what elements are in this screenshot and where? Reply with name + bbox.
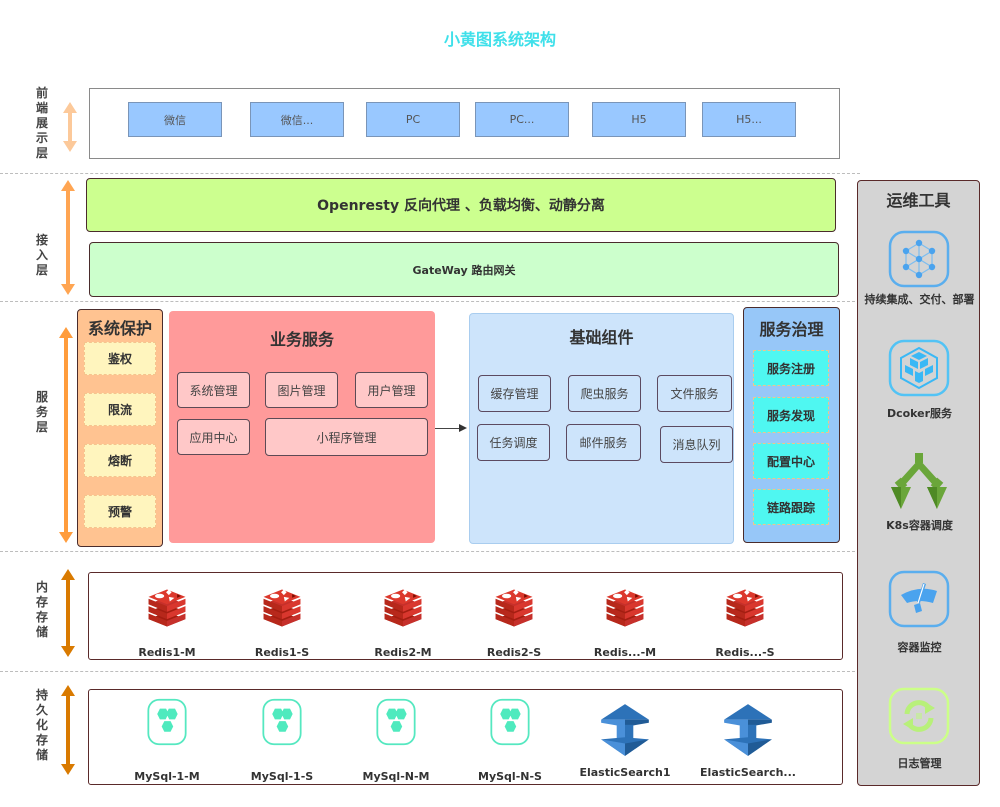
redis-icon[interactable] [378,584,428,632]
client-box[interactable]: PC... [475,102,569,137]
redis-icon[interactable] [720,584,770,632]
client-box[interactable]: H5... [702,102,796,137]
double-arrow-icon [61,569,75,657]
double-arrow-icon [59,327,73,543]
layer-label-persistent: 持久化存储 [32,688,52,763]
double-arrow-icon [61,685,75,775]
memory-storage-container [88,572,843,660]
client-box[interactable]: 微信 [128,102,222,137]
refresh-cycle-icon[interactable] [887,686,951,746]
governance-item[interactable]: 服务发现 [753,397,829,433]
ops-tool-label: 日志管理 [897,757,942,770]
redis-node-label: Redis2-S [486,646,542,659]
business-service-item[interactable]: 用户管理 [355,372,428,408]
gauge-icon[interactable] [887,569,951,629]
mysql-icon[interactable] [142,698,192,746]
layer-label-text: 持久化存储 [35,688,48,762]
ops-tool-label: Dcoker服务 [886,407,953,420]
layer-label-service: 服务层 [32,390,52,435]
persistent-storage-container [88,689,843,785]
redis-node-label: Redis...-S [715,646,775,659]
layer-label-access: 接入层 [32,233,52,278]
mysql-node-label: MySql-1-S [250,770,314,783]
diagram-title: 小黄图系统架构 [443,30,556,49]
layer-divider [0,671,860,672]
redis-icon[interactable] [489,584,539,632]
business-service-item[interactable]: 图片管理 [265,372,338,408]
governance-item[interactable]: 配置中心 [753,443,829,479]
protection-item[interactable]: 鉴权 [84,342,156,375]
protection-item[interactable]: 熔断 [84,444,156,477]
layer-label-frontend: 前端展示层 [32,86,52,161]
elasticsearch-icon[interactable] [595,702,655,758]
layer-label-memory: 内存存储 [32,580,52,640]
client-box[interactable]: 微信... [250,102,344,137]
elasticsearch-icon[interactable] [718,702,778,758]
elasticsearch-node-label: ElasticSearch1 [579,766,671,779]
redis-node-label: Redis1-M [138,646,196,659]
arrow-head-icon [459,424,467,432]
governance-item[interactable]: 链路跟踪 [753,489,829,525]
mysql-node-label: MySql-1-M [134,770,200,783]
redis-icon[interactable] [142,584,192,632]
layer-label-text: 前端展示层 [35,86,48,160]
panel-title: 基础组件 [569,328,634,347]
layer-divider [0,551,860,552]
openresty-proxy-bar[interactable]: Openresty 反向代理 、负载均衡、动静分离 [86,178,836,232]
layer-divider [0,173,860,174]
service-governance-panel: 服务治理 服务注册 服务发现 配置中心 链路跟踪 [743,307,840,543]
split-arrows-icon[interactable] [887,451,951,511]
redis-node-label: Redis...-M [593,646,657,659]
client-box[interactable]: H5 [592,102,686,137]
ops-tool-label: K8s容器调度 [886,519,953,532]
base-component-item[interactable]: 消息队列 [660,426,733,463]
double-arrow-icon [61,180,75,295]
layer-divider [0,301,860,302]
business-service-item[interactable]: 小程序管理 [265,418,428,456]
docker-cube-icon[interactable] [887,338,951,398]
protection-item[interactable]: 预警 [84,495,156,528]
protection-item[interactable]: 限流 [84,393,156,426]
business-services-panel: 业务服务 系统管理 图片管理 用户管理 应用中心 小程序管理 [169,311,435,543]
base-component-item[interactable]: 爬虫服务 [568,375,641,412]
base-component-item[interactable]: 任务调度 [477,424,550,461]
panel-title: 系统保护 [87,319,152,338]
ops-tools-panel: 运维工具 持续集成、交付、部署 Dcoker服务 [857,180,980,786]
base-component-item[interactable]: 邮件服务 [566,424,641,461]
mysql-icon[interactable] [257,698,307,746]
network-cube-icon[interactable] [887,229,951,289]
redis-icon[interactable] [600,584,650,632]
client-box[interactable]: PC [366,102,460,137]
business-service-item[interactable]: 应用中心 [177,419,250,455]
business-service-item[interactable]: 系统管理 [177,372,250,408]
flow-arrow [435,428,463,429]
gateway-bar[interactable]: GateWay 路由网关 [89,242,839,297]
system-protection-panel: 系统保护 鉴权 限流 熔断 预警 [77,309,163,547]
mysql-node-label: MySql-N-M [362,770,430,783]
base-component-item[interactable]: 文件服务 [657,375,732,412]
double-arrow-icon [63,102,77,152]
mysql-icon[interactable] [371,698,421,746]
panel-title: 运维工具 [886,191,951,210]
ops-tool-label: 容器监控 [897,641,942,654]
base-component-item[interactable]: 缓存管理 [478,375,551,412]
mysql-icon[interactable] [485,698,535,746]
layer-label-text: 服务层 [35,390,48,434]
redis-icon[interactable] [257,584,307,632]
redis-node-label: Redis2-M [374,646,432,659]
mysql-node-label: MySql-N-S [478,770,542,783]
base-components-panel: 基础组件 缓存管理 爬虫服务 文件服务 任务调度 邮件服务 消息队列 [469,313,734,544]
governance-item[interactable]: 服务注册 [753,350,829,386]
redis-node-label: Redis1-S [254,646,310,659]
layer-label-text: 内存存储 [35,580,48,639]
panel-title: 服务治理 [759,320,824,339]
panel-title: 业务服务 [269,330,334,349]
layer-label-text: 接入层 [35,233,48,277]
ops-tool-label: 持续集成、交付、部署 [864,293,975,306]
elasticsearch-node-label: ElasticSearch... [700,766,796,779]
